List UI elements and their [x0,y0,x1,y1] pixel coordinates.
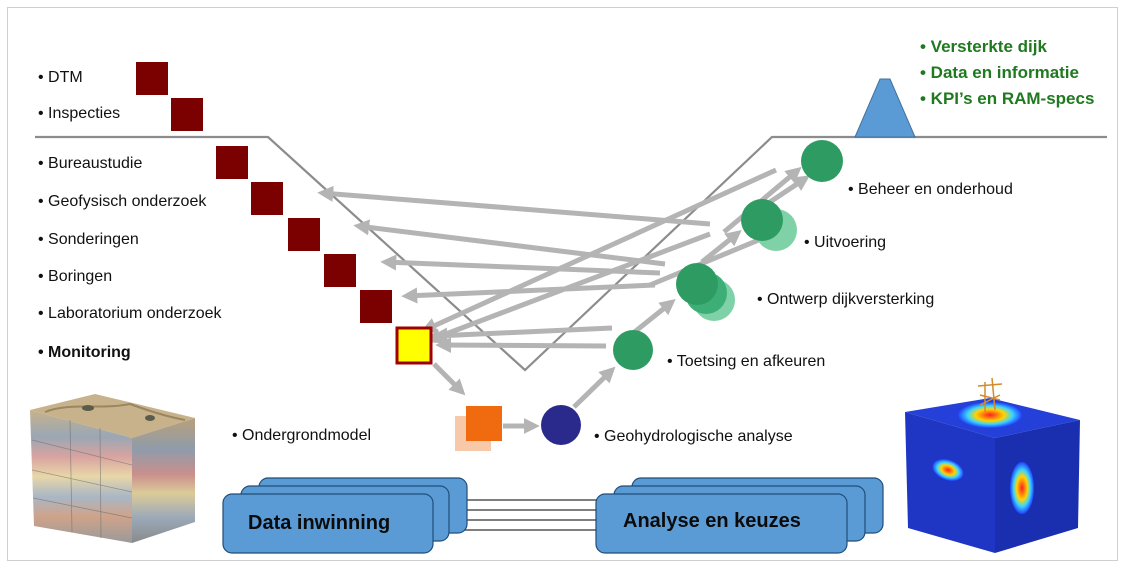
feedback-arrows [317,166,810,435]
outcome-kpi-ram: • KPI’s en RAM-specs [920,89,1095,108]
beheer-circle [801,140,843,182]
frame-border [7,7,1118,561]
box-label-data-inwinning: Data inwinning [248,512,391,534]
label-beheer: • Beheer en onderhoud [848,181,1013,198]
square-inspecties [171,98,203,131]
label-laboratorium: • Laboratorium onderzoek [38,305,222,322]
toetsing-circle [613,330,653,370]
square-laboratorium [360,290,392,323]
label-geofysisch: • Geofysisch onderzoek [38,193,207,210]
label-bureaustudie: • Bureaustudie [38,155,143,172]
label-geohydro: • Geohydrologische analyse [594,428,793,445]
3d-model-image [905,377,1080,553]
label-dtm: • DTM [38,69,83,86]
label-inspecties: • Inspecties [38,105,121,122]
ontwerp-circle [676,263,718,305]
label-sonderingen: • Sonderingen [38,231,139,248]
data-squares [136,62,392,323]
square-monitoring [395,326,433,365]
arrow-toetsing-to-ontwerp [630,299,676,336]
square-dtm [136,62,168,95]
arrow-ontwerp-to-boringen [380,254,661,276]
arrow-toetsing-to-monitoring [435,337,607,354]
arrow-beheer-to-monitoring [420,167,778,333]
dike-shape [854,78,916,138]
box-label-analyse-keuzes: Analyse en keuzes [623,510,801,532]
arrow-ontwerp-to-laboratorium [401,282,656,304]
data-inwinning-stack [222,477,468,554]
outcome-versterkte-dijk: • Versterkte dijk [920,37,1047,56]
analyse-keuzes-stack [595,477,884,554]
arrow-ontwerp-to-sonderingen [353,219,666,267]
square-sonderingen [288,218,320,251]
geology-block-image [30,394,195,543]
arrow-ontwerp-to-uitvoering-2 [649,228,783,288]
label-ondergrondmodel: • Ondergrondmodel [232,427,372,444]
label-toetsing: • Toetsing en afkeuren [667,353,826,370]
arrow-monitoring-to-model [432,362,466,396]
square-bureaustudie [216,146,248,179]
square-boringen [324,254,356,287]
model-square [466,406,502,441]
label-ontwerp: • Ontwerp dijkversterking [757,291,935,308]
label-boringen: • Boringen [38,268,113,285]
square-geofysisch [251,182,283,215]
label-uitvoering: • Uitvoering [804,234,887,251]
geohydro-circle [541,405,581,445]
uitvoering-circle [741,199,783,241]
label-monitoring: • Monitoring [38,344,131,361]
arrow-toetsing-to-monitoring-2 [431,325,613,344]
outcome-data-informatie: • Data en informatie [920,63,1079,82]
arrow-geohydro-to-toetsing [572,366,616,409]
arrow-ontwerp-to-uitvoering [700,229,742,264]
arrow-uitvoering-to-geofysisch [317,185,711,227]
